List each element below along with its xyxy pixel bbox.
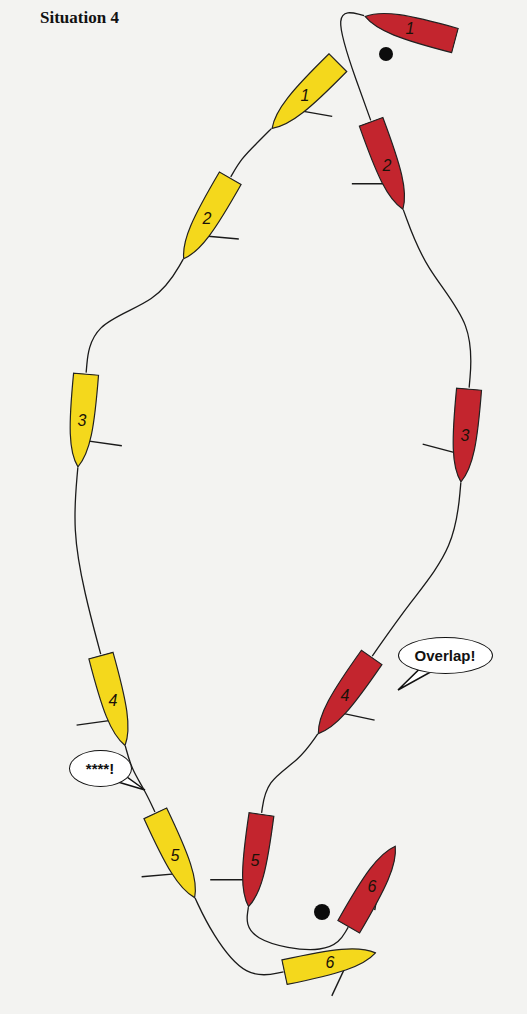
boat-number: 5 — [241, 850, 269, 871]
boat-number: 4 — [99, 690, 127, 711]
boat-hull: 1 — [262, 52, 349, 139]
boat-number: 2 — [193, 208, 221, 229]
mark-buoy — [314, 904, 330, 920]
speech-text: ****! — [86, 760, 114, 777]
boat-hull: 1 — [360, 2, 459, 54]
hull-outline — [144, 808, 206, 903]
boat-number: 6 — [358, 876, 386, 897]
hull-outline — [65, 373, 98, 468]
hull-outline — [308, 650, 382, 741]
boat-hull: 2 — [171, 170, 243, 266]
speech-text: Overlap! — [415, 647, 476, 664]
boat-hull: 3 — [64, 371, 100, 468]
boat-hull: 6 — [336, 838, 408, 934]
hull-outline — [89, 652, 137, 748]
boat-track — [372, 482, 461, 656]
hull-outline — [236, 812, 274, 908]
boat-number: 3 — [451, 425, 479, 446]
hull-outline — [282, 940, 378, 984]
boat-hull: 3 — [447, 386, 483, 483]
boat-number: 3 — [68, 410, 96, 431]
boat-track — [341, 13, 371, 121]
boat-track — [247, 907, 348, 949]
boat-hull: 6 — [281, 938, 380, 985]
situation-title: Situation 4 — [40, 8, 119, 28]
boat-hull: 5 — [235, 811, 276, 909]
hull-outline — [173, 171, 241, 264]
boat-track — [195, 898, 283, 975]
speech-bubble: ****! — [69, 750, 132, 787]
boat-number: 5 — [161, 845, 189, 866]
mark-buoy — [379, 47, 393, 61]
boat-track — [86, 259, 183, 373]
hull-outline — [448, 388, 481, 483]
boat-hull: 4 — [306, 648, 383, 742]
boat-number: 1 — [291, 85, 319, 106]
hull-outline — [362, 4, 458, 52]
boat-number: 6 — [316, 952, 344, 973]
boat-track — [125, 746, 155, 812]
boat-track — [262, 734, 318, 813]
boat-hull: 5 — [142, 806, 208, 904]
boat-track — [403, 210, 471, 388]
boat-hull: 4 — [87, 650, 139, 749]
hull-outline — [263, 53, 347, 137]
hull-outline — [359, 117, 414, 213]
boat-hull: 2 — [358, 116, 417, 215]
boat-track — [231, 129, 272, 177]
boat-number: 4 — [331, 685, 359, 706]
boat-track — [75, 467, 101, 654]
boat-number: 2 — [373, 155, 401, 176]
hull-outline — [338, 839, 406, 932]
boat-number: 1 — [396, 18, 424, 39]
speech-bubble: Overlap! — [398, 637, 493, 674]
